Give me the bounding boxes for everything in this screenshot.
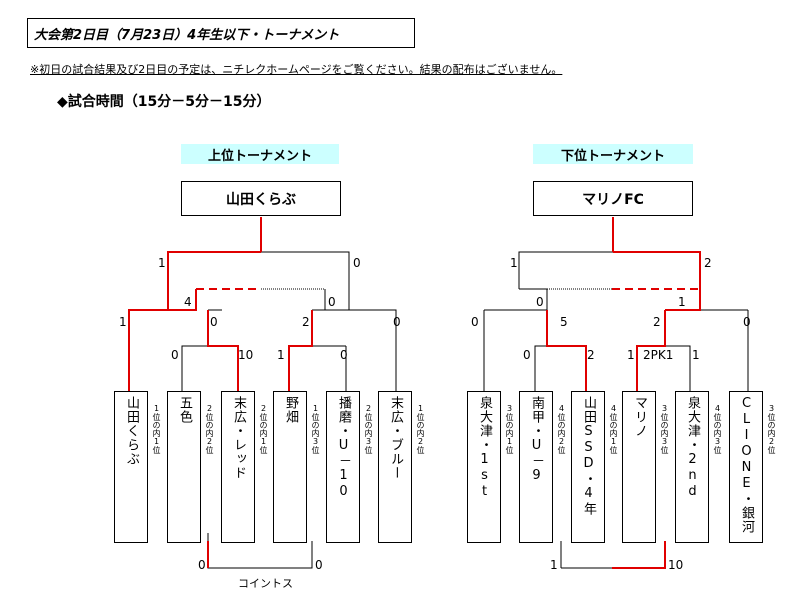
upper-team-4-rank: 1位の内3位 — [311, 404, 320, 454]
lower-q-c-pk-score: 2PK1 — [643, 348, 674, 362]
upper-coin-right-score: 0 — [315, 558, 323, 572]
upper-team-4: 野畑 — [273, 391, 307, 543]
upper-red-lines — [128, 217, 313, 568]
upper-team-3: 末広・レッド — [221, 391, 255, 543]
lower-winner-box: マリノFC — [533, 181, 693, 216]
lower-semi-left-score: 0 — [536, 295, 544, 309]
upper-semi-left-score: 4 — [184, 295, 192, 309]
upper-team-1: 山田くらぶ — [114, 391, 148, 543]
upper-winner-name: 山田くらぶ — [226, 191, 296, 208]
lower-r1-a-score: 0 — [471, 315, 479, 329]
upper-q-d-score: 0 — [340, 348, 348, 362]
upper-q-c-score: 1 — [277, 348, 285, 362]
lower-team-4-rank: 3位の内3位 — [660, 404, 669, 454]
upper-q-b-score: 10 — [238, 348, 254, 362]
upper-winner-box: 山田くらぶ — [181, 181, 341, 216]
lower-q-c-score: 1 — [627, 348, 635, 362]
lower-team-5-rank: 4位の内3位 — [713, 404, 722, 454]
lower-r1-c-score: 2 — [653, 315, 661, 329]
lower-team-6: CLIONE・銀河 — [729, 391, 763, 543]
upper-semi-right-score: 0 — [328, 295, 336, 309]
lower-q-d-score: 1 — [692, 348, 700, 362]
lower-team-3: 山田SSD・4年 — [571, 391, 605, 543]
upper-team-6: 末広・ブルー — [378, 391, 412, 543]
lower-final-right-score: 2 — [704, 256, 712, 270]
page-title: 大会第2日目（7月23日）4年生以下・トーナメント — [34, 27, 340, 43]
upper-heading-label: 上位トーナメント — [207, 148, 312, 164]
lower-team-2: 南甲・U－9 — [519, 391, 553, 543]
upper-r1-a-score: 1 — [119, 315, 127, 329]
upper-team-5: 播磨・U－10 — [326, 391, 360, 543]
lower-team-4: マリノ — [622, 391, 656, 543]
lower-q-a-score: 0 — [523, 348, 531, 362]
upper-team-6-rank: 1位の内2位 — [416, 404, 425, 454]
lower-team-1: 泉大津・1st — [467, 391, 501, 543]
lower-bottom-right-score: 10 — [668, 558, 684, 572]
upper-coin-left-score: 0 — [198, 558, 206, 572]
upper-r1-c-score: 2 — [302, 315, 310, 329]
lower-black-lines — [483, 251, 749, 569]
lower-tournament-heading: 下位トーナメント — [533, 144, 693, 164]
lower-team-5: 泉大津・2nd — [675, 391, 709, 543]
upper-r1-d-score: 0 — [393, 315, 401, 329]
upper-r1-b-score: 0 — [210, 315, 218, 329]
lower-team-2-rank: 4位の内2位 — [557, 404, 566, 454]
lower-semi-right-score: 1 — [678, 295, 686, 309]
lower-red-lines — [546, 217, 701, 569]
match-time: ◆試合時間（15分－5分－15分） — [57, 94, 271, 110]
upper-team-2-rank: 2位の内2位 — [205, 404, 214, 454]
notice-text: ※初日の試合結果及び2日目の予定は、ニチレクホームページをご覧ください。結果の配… — [30, 63, 563, 76]
upper-team-2: 五色 — [167, 391, 201, 543]
lower-bottom-left-score: 1 — [550, 558, 558, 572]
upper-final-left-score: 1 — [158, 256, 166, 270]
lower-q-b-score: 2 — [587, 348, 595, 362]
lower-team-3-rank: 4位の内1位 — [609, 404, 618, 454]
upper-team-1-rank: 1位の内1位 — [152, 404, 161, 454]
upper-tournament-heading: 上位トーナメント — [181, 144, 339, 164]
lower-team-6-rank: 3位の内2位 — [767, 404, 776, 454]
lower-r1-d-score: 0 — [743, 315, 751, 329]
coin-toss-label: コイントス — [238, 577, 293, 590]
upper-q-a-score: 0 — [171, 348, 179, 362]
lower-final-left-score: 1 — [510, 256, 518, 270]
lower-winner-name: マリノFC — [582, 191, 644, 208]
page-title-box: 大会第2日目（7月23日）4年生以下・トーナメント — [27, 18, 415, 48]
upper-final-right-score: 0 — [353, 256, 361, 270]
lower-heading-label: 下位トーナメント — [560, 148, 665, 164]
lower-r1-b-score: 5 — [560, 315, 568, 329]
lower-team-1-rank: 3位の内1位 — [505, 404, 514, 454]
upper-team-3-rank: 2位の内1位 — [259, 404, 268, 454]
upper-team-5-rank: 2位の内3位 — [364, 404, 373, 454]
